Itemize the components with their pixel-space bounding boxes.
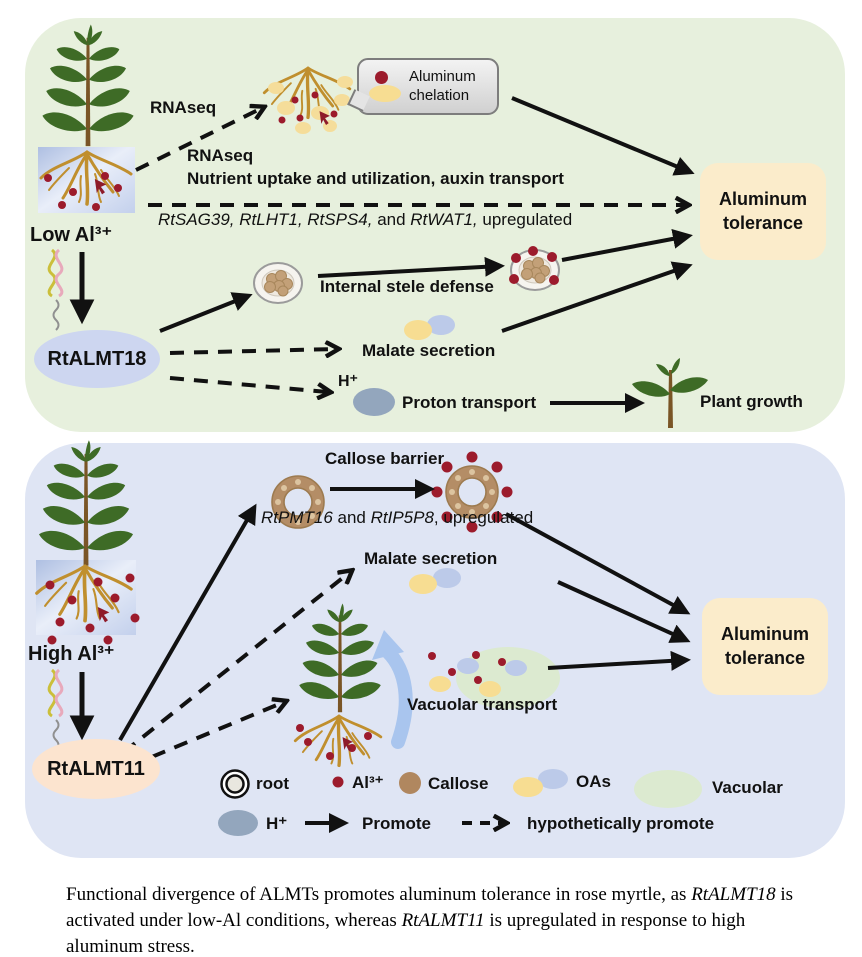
caption-gene: RtALMT18 [691,884,776,905]
legend-oas-label: OAs [576,772,611,791]
aluminum-tolerance-label: Aluminum tolerance [719,189,807,233]
figure-caption: Functional divergence of ALMTs promotes … [66,882,808,957]
caption-text: is upregulated in response to high alumi… [66,910,746,957]
upregulated-genes-high: RtPMT16 and RtIP5P8, upregulated [261,508,533,528]
rtalmt11-bubble: RtALMT11 [32,739,160,799]
aluminum-dot-icon [375,71,388,84]
condition-label-high: High Al³⁺ [28,643,115,665]
rnaseq-line-label: RNAseq [187,146,254,165]
condition-label-low: Low Al³⁺ [30,224,113,246]
caption-gene: RtALMT11 [401,910,485,932]
rtalmt18-bubble: RtALMT18 [34,330,160,388]
gene-name: RtIP5P8 [370,508,434,527]
legend-hplus-label: H⁺ [266,814,288,833]
legend-callose-label: Callose [428,774,489,793]
upregulated-genes-low: RtSAG39, RtLHT1, RtSPS4, and RtWAT1, upr… [158,210,572,230]
rnaseq-arrow-label: RNAseq [150,98,217,117]
aluminum-tolerance-box-high: Aluminum tolerance [702,598,828,695]
nutrient-line-label: Nutrient uptake and utilization, auxin t… [187,169,564,188]
vacuolar-transport-label: Vacuolar transport [407,695,558,714]
rtalmt18-label: RtALMT18 [47,347,147,370]
caption-text: Functional divergence of ALMTs promotes … [66,884,692,905]
malate-secretion-label-low: Malate secretion [362,341,496,360]
callose-barrier-label: Callose barrier [325,449,445,468]
gene-names: RtSAG39, RtLHT1, RtSPS4, [158,210,373,229]
gene-tail: upregulated [477,210,573,229]
chelation-callout: Aluminum chelation [347,58,499,115]
rtalmt11-label: RtALMT11 [47,757,145,780]
caption-text: is activated under low-Al conditions, wh… [66,884,794,932]
gene-name: RtPMT16 [261,508,333,527]
legend-promote-label: Promote [362,814,431,833]
gene-join: and [372,210,411,229]
gene-tail: , upregulated [433,508,534,527]
root-medium-box-high [36,560,136,635]
legend-vacuolar-label: Vacuolar [712,778,783,797]
plant-growth-label: Plant growth [700,392,803,411]
proton-transport-label: Proton transport [402,393,537,412]
legend-root-label: root [256,774,290,793]
root-medium-box-low [38,147,135,213]
aluminum-tolerance-box-low: Aluminum tolerance [700,163,826,260]
hplus-label-low: H⁺ [338,373,358,390]
gene-name: RtWAT1, [410,210,478,229]
aluminum-tolerance-label: Aluminum tolerance [721,624,809,668]
stele-defense-label: Internal stele defense [320,277,494,296]
chelation-label: Aluminum chelation [409,67,476,104]
chelation-icons [369,71,401,102]
legend-aluminum-label: Al³⁺ [352,773,384,792]
legend-hypothetical-label: hypothetically promote [527,814,715,833]
oa-oval-icon [369,85,401,102]
gene-join: and [332,508,371,527]
malate-secretion-label-high: Malate secretion [364,549,498,568]
